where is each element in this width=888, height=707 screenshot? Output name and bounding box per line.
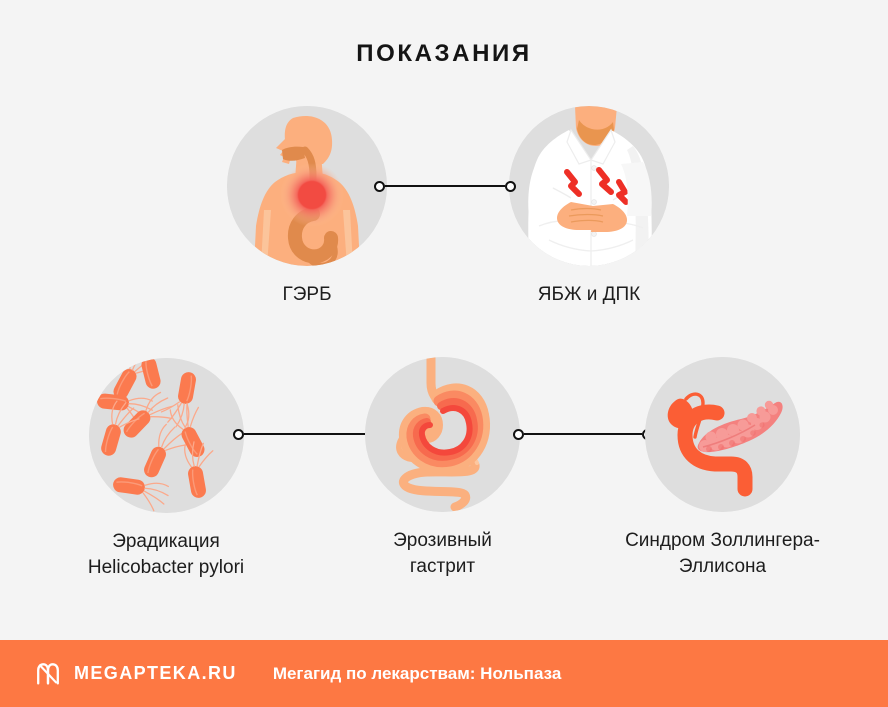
helicobacter-icon-circle <box>88 358 244 513</box>
inflamed-stomach-icon <box>365 357 520 512</box>
node-zollinger: Синдром Золлингера- Эллисона <box>590 357 855 580</box>
node-gastritis: Эрозивный гастрит <box>340 357 545 580</box>
connector-dot-right <box>505 180 516 192</box>
pancreas-duodenum-icon <box>645 357 800 512</box>
megapteka-m-logo-icon <box>34 660 62 688</box>
node-gastritis-label: Эрозивный гастрит <box>393 530 492 577</box>
node-gerd: ГЭРБ <box>224 106 390 308</box>
ulcer-icon-circle <box>509 106 669 266</box>
connector-gerd-to-ulcer <box>374 179 516 193</box>
node-ulcer-label: ЯБЖ и ДПК <box>537 284 641 305</box>
page-title: ПОКАЗАНИЯ <box>356 40 532 67</box>
zollinger-icon-circle <box>645 357 800 512</box>
node-ulcer: ЯБЖ и ДПК <box>506 106 672 308</box>
person-abdominal-pain-icon <box>509 106 669 266</box>
connector-line <box>524 433 642 435</box>
gastritis-icon-circle <box>365 357 520 512</box>
bacteria-icon <box>88 358 244 513</box>
node-zollinger-label: Синдром Золлингера- Эллисона <box>625 530 820 577</box>
connector-line <box>385 185 505 187</box>
footer-bar: MEGAPTEKA.RU Мегагид по лекарствам: Ноль… <box>0 640 888 707</box>
node-helicobacter: Эрадикация Helicobacter pylori <box>60 358 272 581</box>
torso-heartburn-icon <box>227 106 387 266</box>
gerd-icon-circle <box>227 106 387 266</box>
node-helicobacter-label: Эрадикация Helicobacter pylori <box>87 531 245 578</box>
connector-dot-left <box>233 428 244 440</box>
connector-dot-left <box>374 180 385 192</box>
connector-dot-left <box>513 428 524 440</box>
footer-brand: MEGAPTEKA.RU <box>74 663 237 683</box>
footer-caption: Мегагид по лекарствам: Нольпаза <box>272 663 562 683</box>
connector-line <box>244 433 365 435</box>
node-gerd-label: ГЭРБ <box>282 284 332 305</box>
